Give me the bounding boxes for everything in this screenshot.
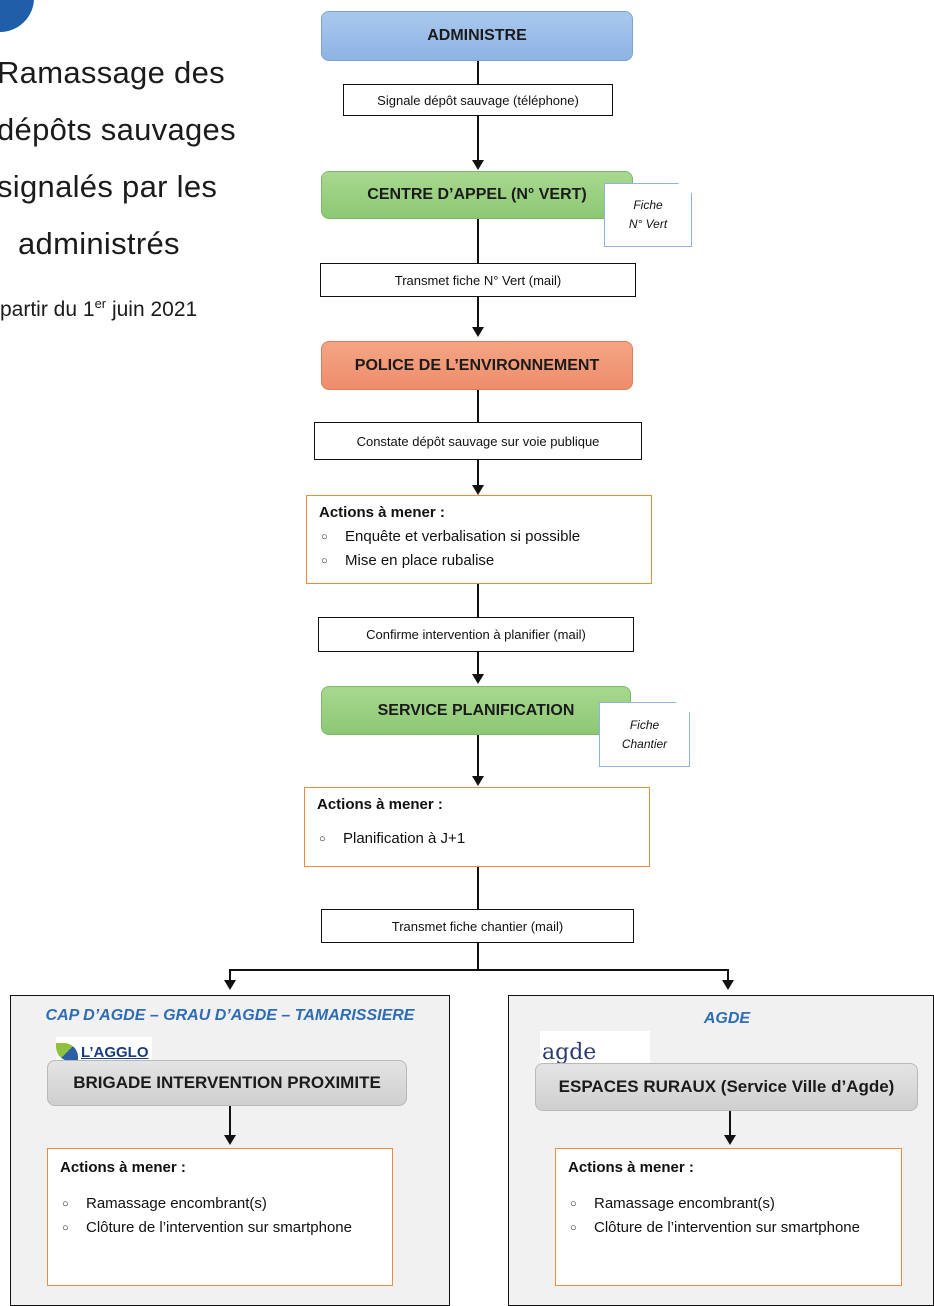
agglo-logo-text: L’AGGLO xyxy=(81,1043,149,1061)
date-prefix: partir du 1 xyxy=(0,298,95,321)
step-label: Constate dépôt sauvage sur voie publique xyxy=(314,422,642,460)
connector xyxy=(477,584,479,617)
node-police: POLICE DE L’ENVIRONNEMENT xyxy=(321,341,633,390)
step-label: Confirme intervention à planifier (mail) xyxy=(318,617,634,652)
arrow-down-icon xyxy=(472,674,484,684)
connector xyxy=(229,1106,231,1136)
action-item: ○ Ramassage encombrant(s) xyxy=(568,1192,889,1216)
arrow-down-icon xyxy=(224,1135,236,1145)
node-centre-appel: CENTRE D’APPEL (N° VERT) xyxy=(321,171,633,219)
connector xyxy=(229,969,231,981)
connector xyxy=(477,943,479,971)
connector xyxy=(477,219,479,263)
connector xyxy=(477,115,479,161)
branch-connector xyxy=(229,969,729,971)
title-line-4: administrés xyxy=(18,226,180,261)
connector xyxy=(727,969,729,981)
arrow-down-icon xyxy=(472,776,484,786)
action-text: Ramassage encombrant(s) xyxy=(594,1195,775,1212)
bullet-icon: ○ xyxy=(62,1222,69,1234)
action-text: Clôture de l’intervention sur smartphone xyxy=(594,1219,860,1236)
connector xyxy=(477,297,479,328)
date-suffix: juin 2021 xyxy=(106,298,198,321)
bullet-icon: ○ xyxy=(319,833,326,845)
connector xyxy=(477,61,479,87)
title-line-2: dépôts sauvages xyxy=(0,112,236,147)
connector xyxy=(477,735,479,777)
action-text: Enquête et verbalisation si possible xyxy=(345,528,581,545)
document-icon: Fiche Chantier xyxy=(599,702,690,767)
bullet-icon: ○ xyxy=(321,555,328,567)
step-label: Transmet fiche N° Vert (mail) xyxy=(320,263,636,297)
arrow-down-icon xyxy=(472,160,484,170)
bullet-icon: ○ xyxy=(570,1198,577,1210)
arrow-down-icon xyxy=(472,327,484,337)
corner-circle-decoration xyxy=(0,0,34,32)
panel-heading: AGDE xyxy=(703,1010,751,1027)
actions-box-police: Actions à mener : ○ Enquête et verbalisat… xyxy=(306,495,652,584)
action-item: ○ Clôture de l’intervention sur smartphon… xyxy=(568,1216,889,1240)
action-item: ○ Planification à J+1 xyxy=(317,827,637,851)
action-item: ○ Clôture de l’intervention sur smartphon… xyxy=(60,1216,380,1240)
action-item: ○ Enquête et verbalisation si possible xyxy=(319,525,639,549)
bullet-icon: ○ xyxy=(321,531,328,543)
action-text: Ramassage encombrant(s) xyxy=(86,1195,267,1212)
agde-logo-text: agde xyxy=(542,1040,597,1065)
arrow-down-icon xyxy=(722,980,734,990)
bullet-icon: ○ xyxy=(62,1198,69,1210)
panel-heading: CAP D’AGDE – GRAU D’AGDE – TAMARISSIERE xyxy=(45,1007,415,1024)
agde-logo: agde xyxy=(540,1031,650,1065)
actions-title: Actions à mener : xyxy=(568,1159,694,1176)
step-label: Transmet fiche chantier (mail) xyxy=(321,909,634,943)
document-line: Fiche xyxy=(633,198,663,212)
arrow-down-icon xyxy=(472,485,484,495)
arrow-down-icon xyxy=(724,1135,736,1145)
document-line: Chantier xyxy=(621,736,668,751)
actions-title: Actions à mener : xyxy=(319,504,445,521)
step-label: Signale dépôt sauvage (téléphone) xyxy=(343,84,613,116)
connector xyxy=(477,390,479,422)
document-line: Fiche xyxy=(629,717,660,732)
actions-title: Actions à mener : xyxy=(60,1159,186,1176)
bullet-icon: ○ xyxy=(570,1222,577,1234)
connector xyxy=(477,867,479,909)
title-line-3: signalés par les xyxy=(0,169,218,204)
action-item: ○ Mise en place rubalise xyxy=(319,549,639,573)
connector xyxy=(729,1111,731,1136)
connector xyxy=(477,652,479,675)
document-icon: Fiche N° Vert xyxy=(604,183,692,247)
action-text: Clôture de l’intervention sur smartphone xyxy=(86,1219,352,1236)
actions-box-planification: Actions à mener : ○ Planification à J+1 xyxy=(304,787,650,867)
actions-title: Actions à mener : xyxy=(317,796,443,813)
node-service-planification: SERVICE PLANIFICATION xyxy=(321,686,631,735)
node-administre: ADMINISTRE xyxy=(321,11,633,61)
actions-box-brigade: Actions à mener : ○ Ramassage encombrant(… xyxy=(47,1148,393,1286)
node-espaces-ruraux: ESPACES RURAUX (Service Ville d’Agde) xyxy=(535,1063,918,1111)
node-brigade: BRIGADE INTERVENTION PROXIMITE xyxy=(47,1060,407,1106)
action-text: Planification à J+1 xyxy=(343,830,466,847)
agglo-logo-mark xyxy=(56,1043,78,1061)
date-line: partir du 1er juin 2021 xyxy=(0,296,197,322)
date-sup: er xyxy=(94,296,107,311)
title-line-1: Ramassage des xyxy=(0,55,225,90)
actions-box-espaces: Actions à mener : ○ Ramassage encombrant(… xyxy=(555,1148,902,1286)
arrow-down-icon xyxy=(224,980,236,990)
connector xyxy=(477,460,479,486)
document-line: N° Vert xyxy=(628,217,668,231)
action-item: ○ Ramassage encombrant(s) xyxy=(60,1192,380,1216)
action-text: Mise en place rubalise xyxy=(345,552,495,569)
